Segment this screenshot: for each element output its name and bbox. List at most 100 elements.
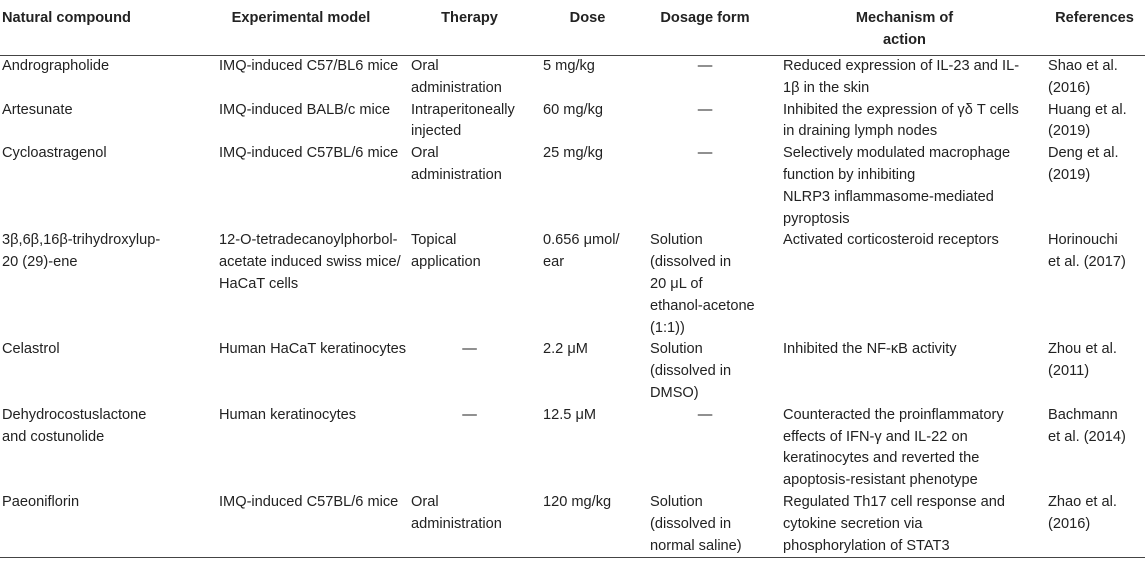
dosage-form-cell-line: — [697, 101, 713, 118]
references-cell-line: Shao et al. [1048, 58, 1118, 74]
table-header: Natural compound Experimental model Ther… [0, 0, 1145, 56]
dosage-form-cell: Solution (dissolved in normal saline) [643, 491, 767, 559]
references-cell: Huang et al.(2019) [1042, 100, 1145, 144]
references-cell-line: (2019) [1048, 166, 1091, 183]
model-cell: IMQ-induced C57BL/6 mice [195, 143, 407, 230]
therapy-cell: Oral administration [407, 491, 532, 559]
dose-cell-line: 120 mg/kg [543, 493, 612, 510]
dosage-form-cell: — [643, 405, 767, 492]
mechanism-cell-line: phosphorylation of STAT3 [783, 537, 950, 554]
therapy-cell-line: Oral [411, 493, 439, 510]
header-mechanism-of-action: Mechanism of action [767, 0, 1042, 56]
compound-cell: Paeoniflorin [0, 491, 195, 559]
dosage-form-cell-line: Solution [650, 493, 703, 510]
model-cell-line: 12-O-tetradecanoylphorbol- [219, 232, 398, 249]
therapy-cell-line: administration [411, 515, 502, 532]
header-therapy: Therapy [407, 0, 532, 56]
table-row: Dehydrocostuslactone and costunolide Human… [0, 405, 1145, 492]
therapy-cell-line: Intraperitoneally [411, 101, 515, 118]
header-mechanism-line: Mechanism of [855, 10, 954, 26]
model-cell: IMQ-induced C57BL/6 mice [195, 491, 407, 559]
compound-cell: Dehydrocostuslactone and costunolide [0, 405, 195, 492]
model-cell-line: IMQ-induced C57BL/6 mice [219, 145, 399, 162]
therapy-cell-line: administration [411, 166, 502, 183]
model-cell-line: Human keratinocytes [219, 406, 357, 423]
compound-cell: Andrographolide [0, 56, 195, 100]
therapy-cell: Oral administration [407, 56, 532, 100]
header-natural-compound: Natural compound [0, 0, 195, 56]
compound-cell-line: 20 (29)-ene [2, 254, 78, 271]
references-cell-line: (2016) [1048, 515, 1091, 532]
dosage-form-cell-line: — [697, 406, 713, 423]
dose-cell-line: 0.656 μmol/ [543, 232, 620, 249]
compound-cell-line: and costunolide [2, 428, 105, 445]
compound-cell-line: 3β,6β,16β-trihydroxylup- [2, 232, 161, 249]
mechanism-cell-line: effects of IFN-γ and IL-22 on [783, 428, 968, 445]
dosage-form-cell-line: (1:1)) [650, 319, 685, 336]
references-cell-line: Huang et al. [1048, 101, 1127, 118]
mechanism-cell-line: NLRP3 inflammasome-mediated [783, 188, 994, 205]
therapy-cell-line: Oral [411, 145, 439, 162]
therapy-cell-line: injected [411, 123, 462, 140]
dose-cell: 2.2 μM [532, 339, 643, 404]
compound-cell: Cycloastragenol [0, 143, 195, 230]
mechanism-cell-line: in draining lymph nodes [783, 123, 938, 140]
mechanism-cell: Reduced expression of IL-23 and IL-1β in… [767, 56, 1042, 100]
mechanism-cell: Inhibited the NF-κB activity [767, 339, 1042, 404]
mechanism-cell-line: Selectively modulated macrophage [783, 145, 1011, 162]
dosage-form-cell-line: (dissolved in [650, 515, 732, 532]
dosage-form-cell-line: Solution [650, 232, 703, 249]
references-cell-line: Bachmann [1048, 406, 1118, 423]
model-cell: Human keratinocytes [195, 405, 407, 492]
model-cell-line: IMQ-induced C57BL/6 mice [219, 493, 399, 510]
model-cell-line: Human HaCaT keratinocytes [219, 341, 407, 358]
dose-cell-line: 60 mg/kg [543, 101, 604, 118]
compound-cell: Celastrol [0, 339, 195, 404]
therapy-cell-line: Oral [411, 58, 439, 74]
references-cell: Shao et al.(2016) [1042, 56, 1145, 100]
model-cell-line: acetate induced swiss mice/ [219, 254, 401, 271]
compound-cell-line: Dehydrocostuslactone [2, 406, 147, 423]
model-cell-line: HaCaT cells [219, 275, 299, 292]
dosage-form-cell-line: — [697, 145, 713, 162]
dose-cell: 5 mg/kg [532, 56, 643, 100]
references-cell-line: Horinouchi [1048, 232, 1118, 249]
model-cell-line: IMQ-induced BALB/c mice [219, 101, 391, 118]
dosage-form-cell: — [643, 56, 767, 100]
compound-cell-line: Cycloastragenol [2, 145, 107, 162]
therapy-cell-line: — [462, 406, 477, 423]
header-dose: Dose [532, 0, 643, 56]
mechanism-cell-line: 1β in the skin [783, 79, 870, 96]
mechanism-cell-line: pyroptosis [783, 210, 850, 227]
therapy-cell: — [407, 405, 532, 492]
mechanism-cell-line: Counteracted the proinflammatory [783, 406, 1004, 423]
references-cell-line: Zhao et al. [1048, 493, 1117, 510]
model-cell: IMQ-induced C57/BL6 mice [195, 56, 407, 100]
therapy-cell-line: Topical [411, 232, 457, 249]
model-cell: Human HaCaT keratinocytes [195, 339, 407, 404]
header-references: References [1042, 0, 1145, 56]
dosage-form-cell-line: — [697, 58, 713, 74]
mechanism-cell-line: Activated corticosteroid receptors [783, 232, 999, 249]
references-cell: Zhou et al.(2011) [1042, 339, 1145, 404]
dose-cell-line: 5 mg/kg [543, 58, 595, 74]
dose-cell: 0.656 μmol/ear [532, 230, 643, 339]
references-cell-line: Deng et al. [1048, 145, 1119, 162]
dosage-form-cell-line: normal saline) [650, 537, 742, 554]
dosage-form-cell-line: ethanol-acetone [650, 297, 755, 314]
mechanism-cell-line: apoptosis-resistant phenotype [783, 472, 978, 489]
model-cell: 12-O-tetradecanoylphorbol-acetate induce… [195, 230, 407, 339]
mechanism-cell-line: Inhibited the expression of γδ T cells [783, 101, 1019, 118]
therapy-cell-line: administration [411, 79, 502, 96]
references-cell: Deng et al. (2019) [1042, 143, 1145, 230]
header-experimental-model: Experimental model [195, 0, 407, 56]
therapy-cell-line: application [411, 254, 481, 271]
table-row: Paeoniflorin IMQ-induced C57BL/6 mice Oral… [0, 491, 1145, 559]
compound-cell-line: Celastrol [2, 341, 60, 358]
references-cell-line: (2011) [1048, 363, 1090, 380]
mechanism-cell-line: keratinocytes and reverted the [783, 450, 980, 467]
